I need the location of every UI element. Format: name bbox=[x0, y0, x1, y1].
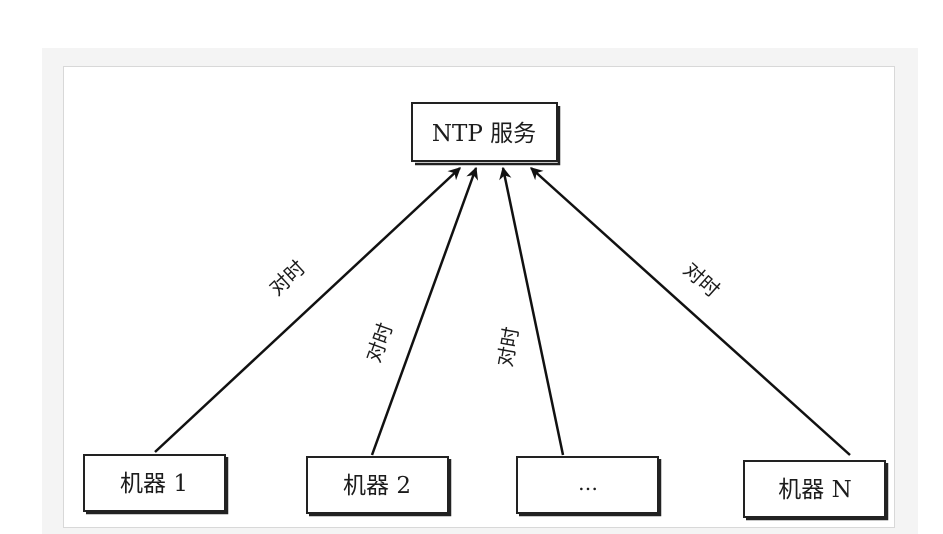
machine-label-2: 机器 2 bbox=[343, 473, 411, 499]
machine-box-2 bbox=[306, 456, 449, 514]
machine-box-1 bbox=[83, 454, 226, 512]
edges bbox=[154, 166, 851, 456]
machine-box-n-shadow bbox=[746, 463, 889, 521]
edge-labels: 对时 对时 对时 对时 bbox=[264, 255, 724, 368]
edge-label-3: 对时 bbox=[493, 325, 524, 369]
edge-label-2: 对时 bbox=[361, 320, 397, 366]
machine-node-1: 机器 1 bbox=[83, 454, 229, 515]
ntp-server-box bbox=[411, 102, 558, 162]
machine-box-2-shadow bbox=[309, 459, 452, 517]
edge-machine-ellipsis bbox=[499, 166, 565, 456]
edge-machine-1 bbox=[154, 167, 461, 453]
ntp-server-node: NTP 服务 bbox=[411, 102, 561, 166]
ntp-server-box-shadow bbox=[415, 106, 561, 166]
machine-box-ellipsis-shadow bbox=[519, 459, 662, 517]
edge-machine-2 bbox=[370, 166, 479, 456]
machine-label-1: 机器 1 bbox=[120, 471, 188, 497]
machine-node-ellipsis: … bbox=[516, 456, 662, 517]
machine-label-n: 机器 N bbox=[778, 477, 851, 503]
machine-box-ellipsis bbox=[516, 456, 659, 514]
edge-machine-n bbox=[530, 167, 851, 456]
machine-node-2: 机器 2 bbox=[306, 456, 452, 517]
machine-label-ellipsis: … bbox=[578, 471, 598, 495]
machine-box-1-shadow bbox=[86, 457, 229, 515]
machine-node-n: 机器 N bbox=[743, 460, 889, 521]
edge-label-4: 对时 bbox=[679, 257, 725, 302]
machine-box-n bbox=[743, 460, 886, 518]
ntp-server-label: NTP 服务 bbox=[432, 121, 536, 147]
edge-label-1: 对时 bbox=[264, 255, 310, 300]
